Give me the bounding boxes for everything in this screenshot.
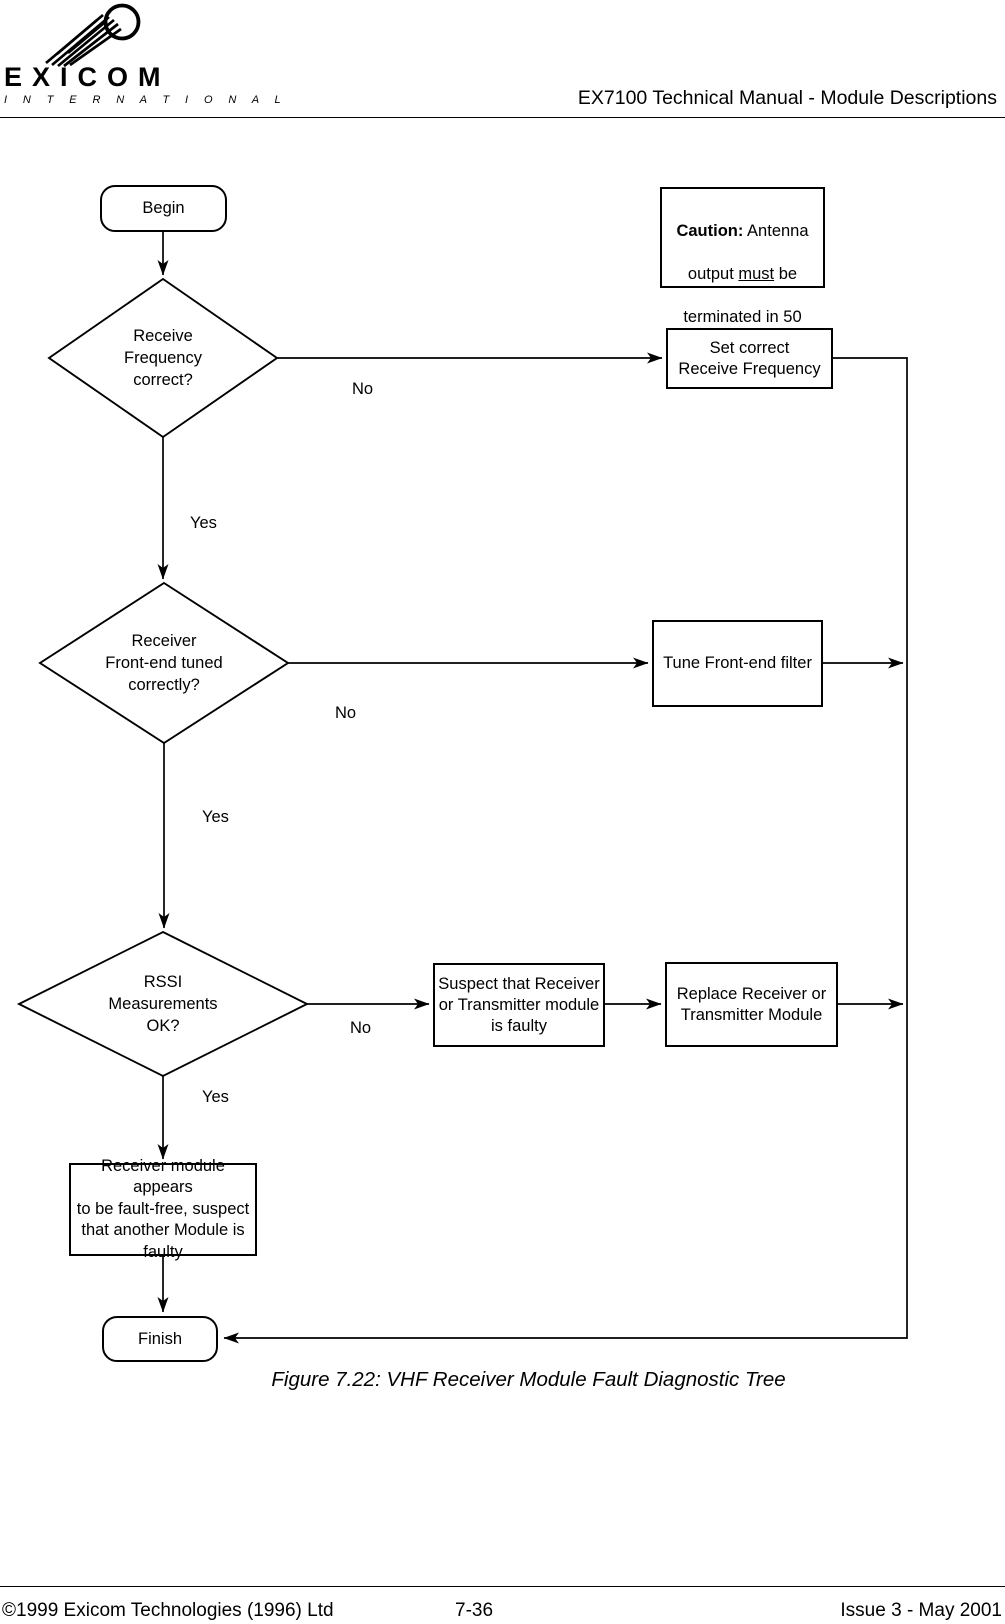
brand-subtitle: I N T E R N A T I O N A L	[4, 94, 288, 106]
footer-divider	[0, 1586, 1005, 1587]
footer-page-number: 7-36	[455, 1600, 494, 1621]
decision-diamond-frequency	[47, 277, 279, 439]
flow-node-tune-frontend: Tune Front-end filter	[652, 620, 823, 707]
caution-line-2: output must be	[662, 264, 823, 286]
edge-label-no-frontend: No	[335, 704, 357, 722]
flow-node-check-frontend: Receiver Front-end tuned correctly?	[105, 632, 223, 694]
footer-copyright: ©1999 Exicom Technologies (1996) Ltd	[2, 1600, 334, 1621]
decision-diamond-frontend	[38, 581, 290, 745]
caution-text-2a: output	[687, 264, 739, 283]
flow-node-replace-module: Replace Receiver or Transmitter Module	[665, 962, 838, 1047]
edge-label-no-rssi: No	[350, 1019, 372, 1037]
caution-underlined-word: must	[738, 264, 775, 283]
caution-note: Caution: Antenna output must be terminat…	[660, 187, 825, 347]
caution-text-1: Antenna	[743, 221, 809, 240]
edge-label-yes-frequency: Yes	[190, 514, 217, 532]
flow-node-check-frequency: Receive Frequency correct?	[124, 327, 202, 389]
caution-line-1: Caution: Antenna	[662, 221, 823, 243]
exicom-comet-logo-icon	[45, 3, 141, 68]
caution-text-2b: be	[774, 264, 798, 283]
flow-node-begin: Begin	[100, 185, 227, 232]
edge-label-yes-rssi: Yes	[202, 1088, 229, 1106]
caution-bold-label: Caution:	[676, 221, 744, 240]
flow-node-suspect-module: Suspect that Receiver or Transmitter mod…	[433, 963, 605, 1047]
flow-node-finish: Finish	[102, 1316, 218, 1362]
edge-label-no-frequency: No	[352, 380, 374, 398]
flow-node-set-frequency: Set correct Receive Frequency	[666, 328, 833, 389]
brand-name: EXICOM	[4, 62, 171, 92]
flow-node-fault-free: Receiver module appears to be fault-free…	[69, 1157, 257, 1261]
edge-label-yes-frontend: Yes	[202, 808, 229, 826]
decision-diamond-rssi	[16, 930, 310, 1078]
page-title: EX7100 Technical Manual - Module Descrip…	[577, 87, 997, 109]
flow-node-check-rssi: RSSI Measurements OK?	[108, 973, 218, 1035]
footer-issue: Issue 3 - May 2001	[840, 1600, 1002, 1621]
figure-caption: Figure 7.22: VHF Receiver Module Fault D…	[271, 1368, 786, 1391]
header-divider	[0, 117, 1005, 118]
